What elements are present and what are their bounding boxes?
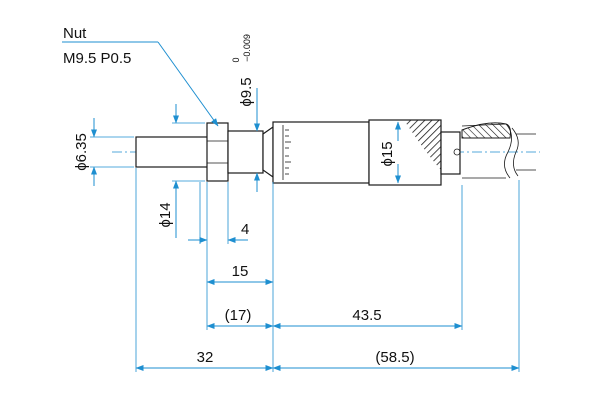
dim-17-label: (17) [225, 307, 252, 324]
callout-line2: M9.5 P0.5 [63, 50, 131, 67]
thimble-graduation [285, 129, 291, 175]
spindle-diameter-label: ϕ6.35 [73, 133, 90, 171]
sleeve-diameter-label: ϕ9.5 [238, 77, 255, 106]
nut-diameter-label: ϕ14 [157, 202, 174, 227]
sleeve-tol-upper: 0 [231, 57, 241, 62]
ratchet-pin [453, 148, 461, 156]
dim-58-5-label: (58.5) [375, 349, 414, 366]
dim-43-5: 43.5 [272, 307, 463, 329]
sleeve [227, 130, 264, 174]
thimble [272, 121, 370, 184]
nut [206, 122, 229, 182]
thimble-diameter-dim: ϕ15 [379, 121, 401, 184]
nut-diameter-dim: ϕ14 [157, 104, 205, 238]
dim-32: 32 [135, 349, 274, 371]
nut-callout: Nut M9.5 P0.5 [62, 25, 219, 127]
spindle-diameter-dim: ϕ6.35 [73, 118, 134, 186]
ratchet [440, 131, 461, 175]
sleeve-tol-lower: −0.009 [242, 34, 252, 62]
dim-32-label: 32 [197, 349, 214, 366]
callout-line1: Nut [63, 25, 87, 42]
dim-15: 15 [206, 263, 274, 285]
sleeve-collar [262, 125, 274, 179]
dim-15-label: 15 [232, 263, 249, 280]
spindle [135, 136, 209, 168]
dim-4-label: 4 [241, 221, 249, 238]
dim-4: 4 [188, 221, 249, 243]
adjoining-part [461, 122, 536, 179]
dim-17: (17) [206, 307, 274, 329]
extension-lines [135, 168, 520, 372]
dim-58-5: (58.5) [272, 349, 520, 371]
sleeve-diameter-dim: ϕ9.5 0 −0.009 [231, 34, 260, 192]
dim-43-5-label: 43.5 [352, 307, 381, 324]
knurl-hatch [404, 120, 441, 170]
thimble-diameter-label: ϕ15 [379, 141, 396, 166]
